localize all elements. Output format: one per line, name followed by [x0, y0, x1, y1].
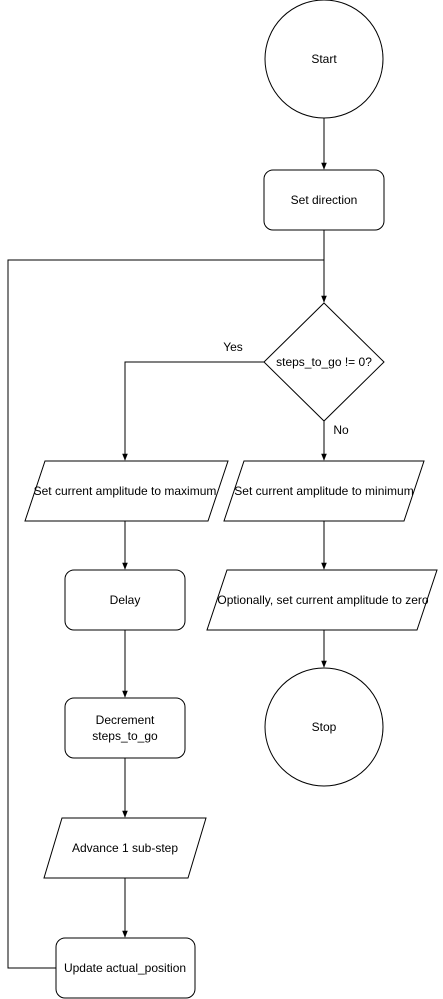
edge-update-loop-back: [7, 259, 324, 969]
edge-condition-yes: [122, 361, 264, 461]
node-set-max-label: Set current amplitude to maximum: [34, 484, 217, 498]
node-update-label: Update actual_position: [64, 961, 186, 975]
node-advance: Advance 1 sub-step: [43, 817, 207, 879]
node-decrement-label-line2: steps_to_go: [92, 729, 158, 743]
node-decrement-label-line1: Decrement: [96, 713, 155, 727]
node-optional-zero: Optionally, set current amplitude to zer…: [206, 569, 438, 631]
node-set-min-label: Set current amplitude to minimum: [234, 484, 413, 498]
node-stop: Stop: [264, 667, 384, 787]
node-start-label: Start: [311, 52, 337, 66]
node-start: Start: [264, 0, 384, 119]
node-delay-label: Delay: [110, 593, 141, 607]
node-advance-label: Advance 1 sub-step: [72, 841, 178, 855]
node-decrement: Decrement steps_to_go: [64, 697, 186, 759]
edges: [7, 118, 327, 969]
node-delay: Delay: [64, 569, 186, 631]
edge-label-yes: Yes: [223, 340, 243, 354]
node-update: Update actual_position: [55, 937, 196, 999]
node-optional-zero-label: Optionally, set current amplitude to zer…: [217, 593, 429, 607]
node-set-min: Set current amplitude to minimum: [223, 460, 425, 522]
node-set-direction-label: Set direction: [291, 193, 358, 207]
node-set-direction: Set direction: [263, 169, 385, 231]
node-condition-label: steps_to_go != 0?: [276, 355, 372, 369]
node-set-max: Set current amplitude to maximum: [24, 460, 229, 522]
node-condition: steps_to_go != 0?: [263, 302, 385, 422]
edge-label-no: No: [333, 423, 349, 437]
node-stop-label: Stop: [312, 720, 337, 734]
